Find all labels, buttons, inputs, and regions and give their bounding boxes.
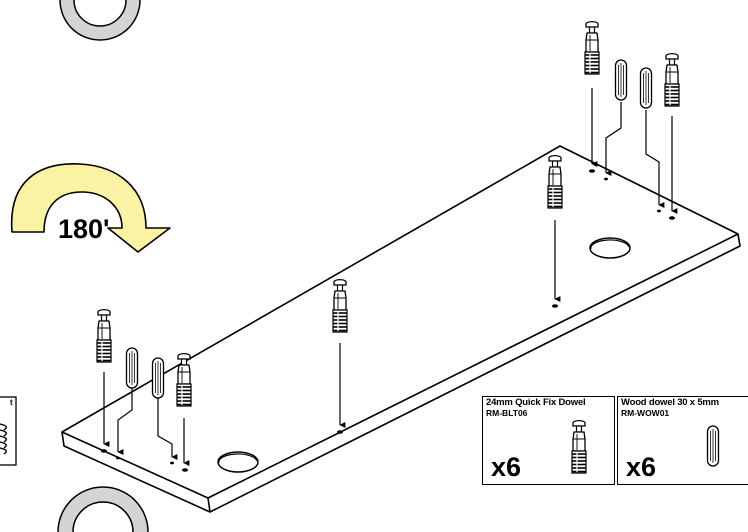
part-name: Wood dowel 30 x 5mm — [621, 398, 719, 408]
part-code: RM-WOW01 — [621, 408, 669, 418]
wood-dowel-icon — [641, 68, 652, 108]
part-quantity: x6 — [491, 452, 521, 482]
wood-dowel-icon — [153, 358, 164, 398]
wood-dowel-icon — [616, 60, 627, 100]
quick-fix-dowel-icon — [665, 54, 679, 106]
quick-fix-dowel-icon — [567, 417, 591, 481]
quick-fix-dowel-icon — [97, 310, 111, 362]
rotation-circle-top — [60, 0, 140, 40]
cam-hole — [590, 238, 630, 258]
part-name: 24mm Quick Fix Dowel — [486, 398, 585, 408]
rotation-label: 180' — [58, 214, 109, 244]
part-quantity: x6 — [626, 452, 656, 482]
wood-dowel-icon — [704, 421, 722, 471]
part-card-quick-fix-dowel: 24mm Quick Fix Dowel RM-BLT06 x6 — [482, 396, 615, 485]
wood-dowel-icon — [127, 348, 138, 388]
clipped-parts-box — [0, 397, 16, 465]
cam-hole — [218, 452, 258, 472]
quick-fix-dowel-icon — [585, 22, 599, 74]
part-card-wood-dowel: Wood dowel 30 x 5mm RM-WOW01 x6 — [617, 396, 748, 485]
rotation-circle-bottom — [58, 487, 148, 532]
clipped-part-label: t — [10, 398, 13, 407]
part-code: RM-BLT06 — [486, 408, 527, 418]
